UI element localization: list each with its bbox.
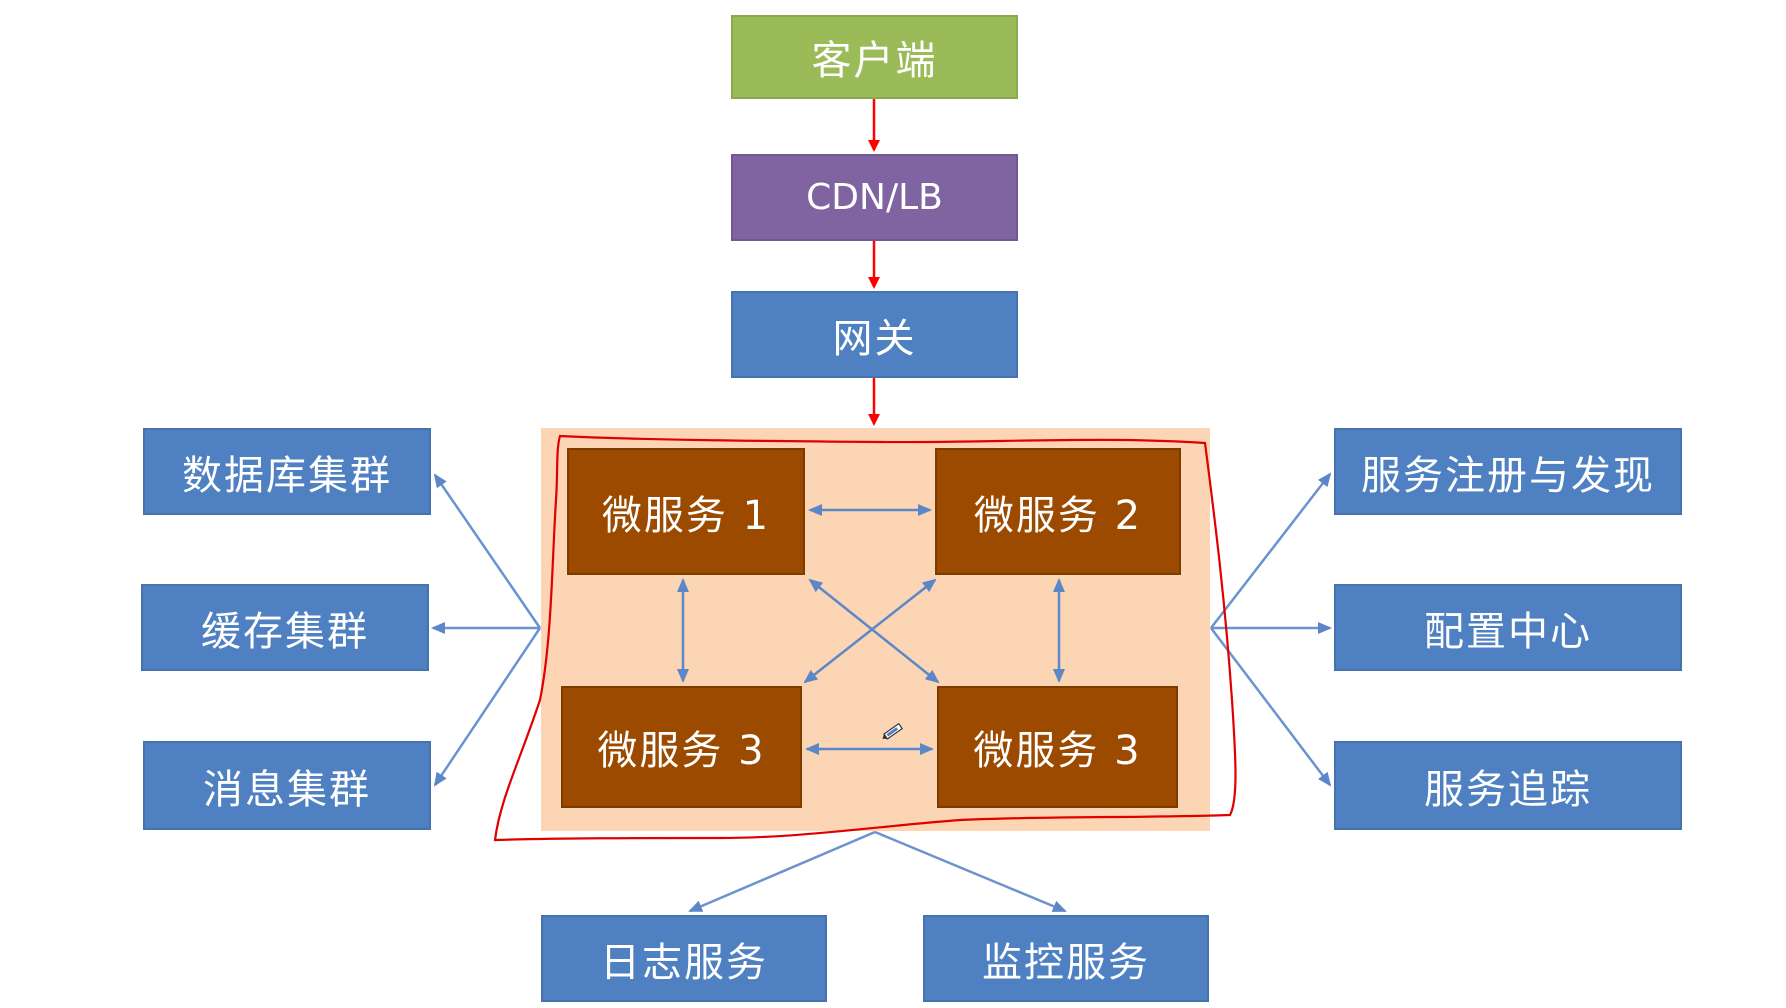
database-cluster-node: 数据库集群 — [143, 428, 431, 515]
bottom-fan-arrows — [688, 830, 1067, 913]
left-fan-arrows — [431, 473, 542, 787]
logging-service-node: 日志服务 — [541, 915, 827, 1002]
monitoring-service-node: 监控服务 — [923, 915, 1209, 1002]
arrow-to-logging-service — [688, 830, 876, 913]
service-registry-node: 服务注册与发现 — [1334, 428, 1682, 515]
arrow-to-message-cluster — [433, 627, 542, 787]
cdn-lb-node: CDN/LB — [731, 154, 1018, 241]
cache-cluster-node: 缓存集群 — [141, 584, 429, 671]
arrow-to-service-tracing — [1210, 627, 1332, 787]
message-cluster-node: 消息集群 — [143, 741, 431, 830]
client-node: 客户端 — [731, 15, 1018, 99]
arrow-to-database-cluster — [433, 473, 542, 629]
microservice-1-node: 微服务 1 — [567, 448, 805, 575]
config-center-node: 配置中心 — [1334, 584, 1682, 671]
arrow-to-service-registry — [1210, 472, 1332, 629]
microservice-3b-node: 微服务 3 — [937, 686, 1178, 808]
microservice-2-node: 微服务 2 — [935, 448, 1181, 575]
arrow-to-monitoring-service — [874, 830, 1067, 913]
service-tracing-node: 服务追踪 — [1334, 741, 1682, 830]
right-fan-arrows — [1210, 472, 1332, 787]
microservice-3a-node: 微服务 3 — [561, 686, 802, 808]
gateway-node: 网关 — [731, 291, 1018, 378]
